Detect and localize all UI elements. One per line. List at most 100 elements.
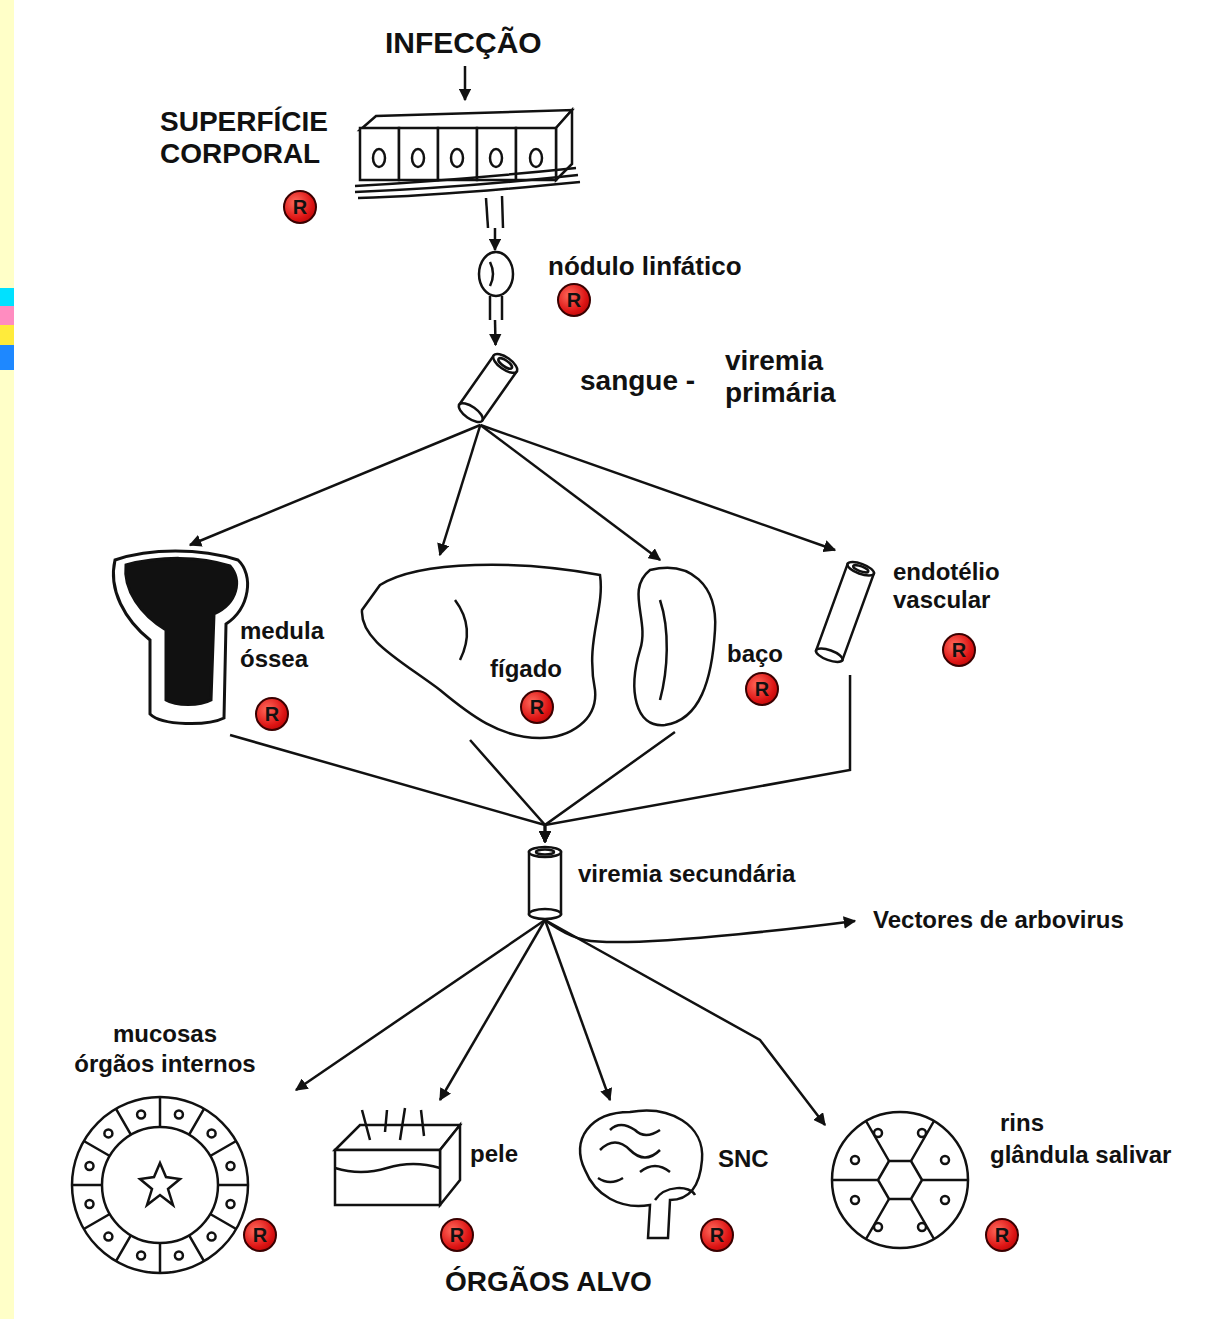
scan-margin bbox=[0, 0, 14, 1319]
stage-region: endotélio vascularR bbox=[815, 550, 1030, 675]
skin-drawing bbox=[335, 1125, 460, 1150]
stage-label: mucosas bbox=[40, 1020, 290, 1048]
stage-label: viremia secundária bbox=[578, 860, 795, 888]
endothelium-vessel-drawing bbox=[814, 646, 844, 665]
mucosa-drawing bbox=[104, 1129, 112, 1137]
replication-site-marker: R bbox=[700, 1218, 734, 1252]
replication-mark: R bbox=[944, 635, 974, 665]
kidney-section-drawing bbox=[918, 1129, 926, 1137]
stage-label: Vectores de arbovirus bbox=[873, 906, 1124, 934]
kidney-section-drawing bbox=[832, 1121, 968, 1239]
brain-drawing bbox=[640, 1166, 670, 1172]
bone-drawing bbox=[126, 558, 237, 704]
brain-drawing bbox=[580, 1111, 702, 1238]
replication-site-marker: R bbox=[520, 690, 554, 724]
epithelium-drawing bbox=[355, 110, 580, 228]
stage-label: SUPERFÍCIE CORPORAL bbox=[160, 106, 345, 170]
mucosa-drawing bbox=[227, 1162, 235, 1170]
replication-site-marker: R bbox=[985, 1218, 1019, 1252]
blood-vessel-drawing bbox=[456, 350, 520, 425]
mucosa-drawing bbox=[86, 1162, 94, 1170]
bone-drawing bbox=[113, 551, 247, 724]
skin-drawing bbox=[335, 1164, 440, 1172]
replication-mark: R bbox=[747, 674, 777, 704]
endothelium-vessel-drawing bbox=[814, 559, 875, 664]
stage-label: sangue - bbox=[580, 365, 695, 397]
stage-label: pele bbox=[470, 1140, 518, 1168]
connector-group bbox=[190, 66, 855, 1125]
stage-region: peleR bbox=[325, 1100, 525, 1255]
brain-drawing bbox=[598, 1178, 623, 1182]
stage-label: endotélio vascular bbox=[893, 558, 1015, 613]
replication-mark: R bbox=[257, 699, 287, 729]
spread-arrow bbox=[545, 920, 855, 942]
lymph-node-drawing bbox=[489, 296, 492, 320]
epithelium-drawing bbox=[438, 128, 477, 180]
stage-region: Vectores de arbovirus bbox=[855, 902, 1185, 940]
replication-site-marker: R bbox=[255, 697, 289, 731]
bone-drawing bbox=[113, 551, 247, 724]
stage-region: fígadoR bbox=[352, 555, 612, 740]
spleen-drawing bbox=[634, 568, 715, 725]
replication-site-marker: R bbox=[243, 1218, 277, 1252]
secondary-viremia-vessel bbox=[529, 847, 561, 919]
kidney-section-drawing bbox=[851, 1196, 859, 1204]
epithelium-drawing bbox=[477, 128, 516, 180]
lymph-node-drawing bbox=[479, 252, 513, 320]
mucosa-drawing bbox=[104, 1233, 112, 1241]
epithelium-drawing bbox=[530, 149, 542, 167]
stage-label: INFECÇÃO bbox=[385, 26, 542, 61]
spleen-drawing bbox=[660, 600, 667, 700]
spread-arrow bbox=[545, 920, 825, 1125]
stage-region: medula ósseaR bbox=[105, 545, 345, 735]
scan-margin bbox=[0, 306, 14, 325]
secondary-viremia-vessel bbox=[529, 909, 561, 919]
replication-site-marker: R bbox=[440, 1218, 474, 1252]
liver-drawing bbox=[455, 600, 467, 660]
brain-drawing bbox=[655, 1188, 695, 1200]
spread-arrow bbox=[494, 320, 497, 345]
kidney-section-drawing bbox=[941, 1196, 949, 1204]
spread-arrow bbox=[470, 740, 545, 842]
kidney-section-drawing bbox=[878, 1161, 922, 1199]
stage-label: SNC bbox=[718, 1145, 769, 1173]
stage-label: rins bbox=[1000, 1109, 1044, 1137]
stage-region: INFECÇÃO bbox=[375, 22, 555, 66]
epithelium-drawing bbox=[399, 128, 438, 180]
replication-site-marker: R bbox=[942, 633, 976, 667]
endothelium-vessel-drawing bbox=[846, 559, 876, 578]
stage-region: baçoR bbox=[620, 560, 795, 732]
endothelium-vessel-drawing bbox=[816, 564, 874, 660]
blood-vessel-drawing bbox=[490, 350, 520, 376]
epithelium-drawing bbox=[451, 149, 463, 167]
mucosa-drawing bbox=[72, 1097, 248, 1273]
kidney-section-drawing bbox=[851, 1156, 859, 1164]
mucosa-drawing bbox=[175, 1252, 183, 1260]
spread-arrow bbox=[545, 732, 675, 842]
stage-region: SUPERFÍCIE CORPORAL R bbox=[150, 100, 580, 228]
epithelium-drawing bbox=[373, 149, 385, 167]
epithelium-drawing bbox=[412, 149, 424, 167]
replication-mark: R bbox=[442, 1220, 472, 1250]
mucosa-drawing bbox=[137, 1111, 145, 1119]
kidney-section-drawing bbox=[832, 1112, 968, 1248]
mucosa-drawing bbox=[72, 1097, 248, 1273]
epithelium-drawing bbox=[360, 128, 399, 180]
kidney-section-drawing bbox=[832, 1112, 968, 1248]
stage-label: medula óssea bbox=[240, 617, 340, 672]
spread-arrow bbox=[440, 920, 545, 1100]
stage-label: fígado bbox=[490, 655, 562, 683]
endothelium-vessel-drawing bbox=[852, 564, 869, 574]
liver-drawing bbox=[362, 565, 601, 738]
spread-arrow bbox=[230, 735, 545, 842]
replication-mark: R bbox=[245, 1220, 275, 1250]
epithelium-drawing bbox=[502, 196, 503, 228]
kidney-section-drawing bbox=[874, 1129, 882, 1137]
replication-site-marker: R bbox=[283, 190, 317, 224]
epithelium-drawing bbox=[490, 149, 502, 167]
section-label: ÓRGÃOS ALVO bbox=[445, 1266, 652, 1298]
mucosa-drawing bbox=[227, 1200, 235, 1208]
spread-arrow bbox=[464, 66, 467, 100]
replication-mark: R bbox=[522, 692, 552, 722]
